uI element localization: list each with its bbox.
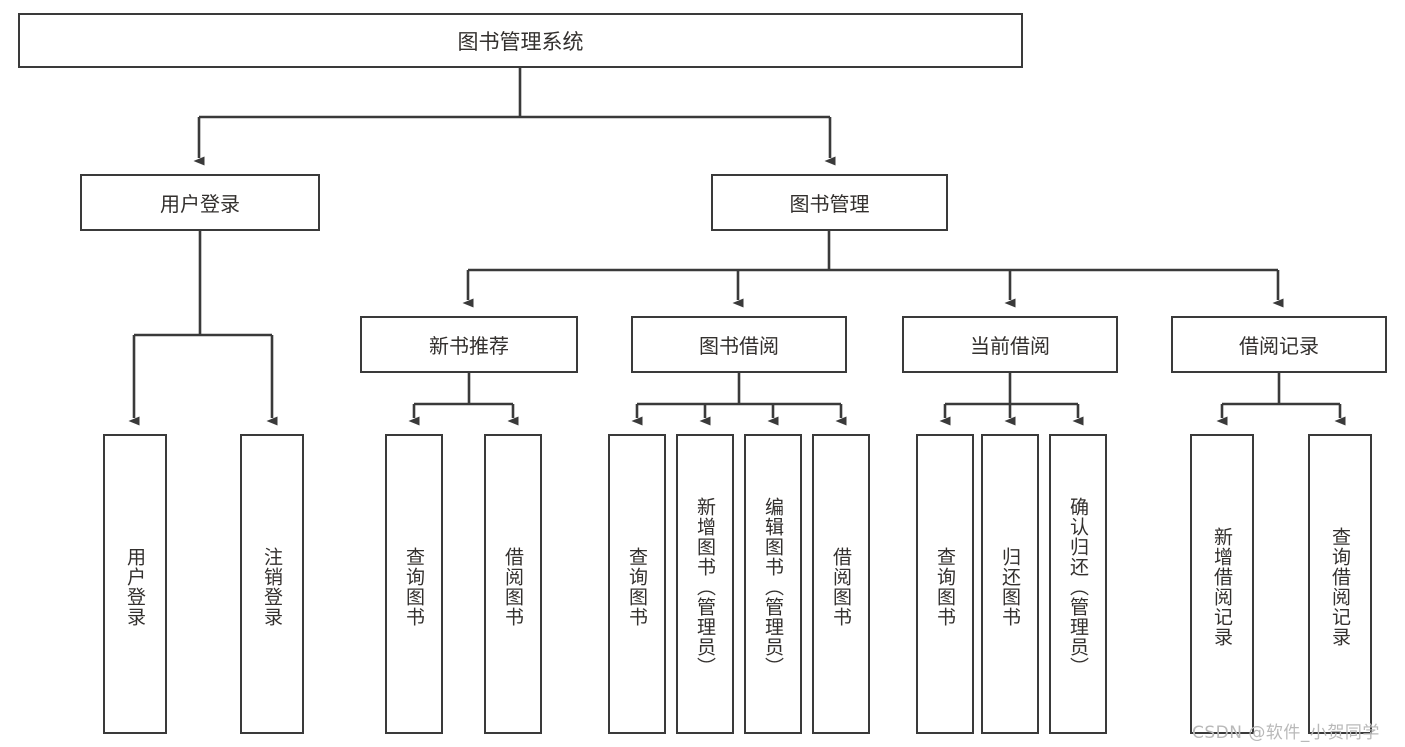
node-leaf-图书借阅-编辑图书（管理员）[interactable]: 编辑图书（管理员） bbox=[744, 434, 802, 734]
node-leaf-用户登录-用户登录[interactable]: 用户登录 bbox=[103, 434, 167, 734]
node-label: 图书管理系统 bbox=[457, 29, 584, 54]
node-level3-当前借阅[interactable]: 当前借阅 bbox=[902, 316, 1118, 373]
node-label: 借阅记录 bbox=[1239, 334, 1319, 358]
node-label: 图书借阅 bbox=[699, 334, 779, 358]
node-leaf-借阅记录-新增借阅记录[interactable]: 新增借阅记录 bbox=[1190, 434, 1254, 734]
node-leaf-新书推荐-查询图书[interactable]: 查询图书 bbox=[385, 434, 443, 734]
node-leaf-当前借阅-归还图书[interactable]: 归还图书 bbox=[981, 434, 1039, 734]
node-level3-新书推荐[interactable]: 新书推荐 bbox=[360, 316, 578, 373]
node-label: 新书推荐 bbox=[429, 334, 509, 358]
node-leaf-当前借阅-确认归还（管理员）[interactable]: 确认归还（管理员） bbox=[1049, 434, 1107, 734]
node-level2-图书管理[interactable]: 图书管理 bbox=[711, 174, 948, 231]
node-leaf-新书推荐-借阅图书[interactable]: 借阅图书 bbox=[484, 434, 542, 734]
node-leaf-借阅记录-查询借阅记录[interactable]: 查询借阅记录 bbox=[1308, 434, 1372, 734]
node-label: 查询图书 bbox=[626, 547, 649, 627]
node-label: 确认归还（管理员） bbox=[1067, 497, 1090, 677]
node-label: 新增图书（管理员） bbox=[694, 497, 717, 677]
node-label: 图书管理 bbox=[789, 192, 870, 216]
node-label: 当前借阅 bbox=[970, 334, 1050, 358]
node-leaf-图书借阅-借阅图书[interactable]: 借阅图书 bbox=[812, 434, 870, 734]
node-label: 用户登录 bbox=[160, 192, 240, 216]
csdn-watermark: CSDN @软件_小贺同学 bbox=[1192, 723, 1380, 743]
node-level3-图书借阅[interactable]: 图书借阅 bbox=[631, 316, 847, 373]
node-label: 查询借阅记录 bbox=[1329, 527, 1352, 647]
node-label: 借阅图书 bbox=[502, 547, 525, 627]
node-level2-用户登录[interactable]: 用户登录 bbox=[80, 174, 320, 231]
node-label: 查询图书 bbox=[934, 547, 957, 627]
node-label: 编辑图书（管理员） bbox=[762, 497, 785, 677]
node-label: 注销登录 bbox=[261, 547, 284, 627]
node-label: 新增借阅记录 bbox=[1211, 527, 1234, 647]
node-label: 用户登录 bbox=[124, 547, 147, 627]
node-leaf-图书借阅-查询图书[interactable]: 查询图书 bbox=[608, 434, 666, 734]
node-leaf-用户登录-注销登录[interactable]: 注销登录 bbox=[240, 434, 304, 734]
node-level3-借阅记录[interactable]: 借阅记录 bbox=[1171, 316, 1387, 373]
node-label: 借阅图书 bbox=[830, 547, 853, 627]
node-leaf-图书借阅-新增图书（管理员）[interactable]: 新增图书（管理员） bbox=[676, 434, 734, 734]
node-label: 归还图书 bbox=[999, 547, 1022, 627]
node-root-图书管理系统[interactable]: 图书管理系统 bbox=[18, 13, 1023, 68]
node-leaf-当前借阅-查询图书[interactable]: 查询图书 bbox=[916, 434, 974, 734]
node-label: 查询图书 bbox=[403, 547, 426, 627]
